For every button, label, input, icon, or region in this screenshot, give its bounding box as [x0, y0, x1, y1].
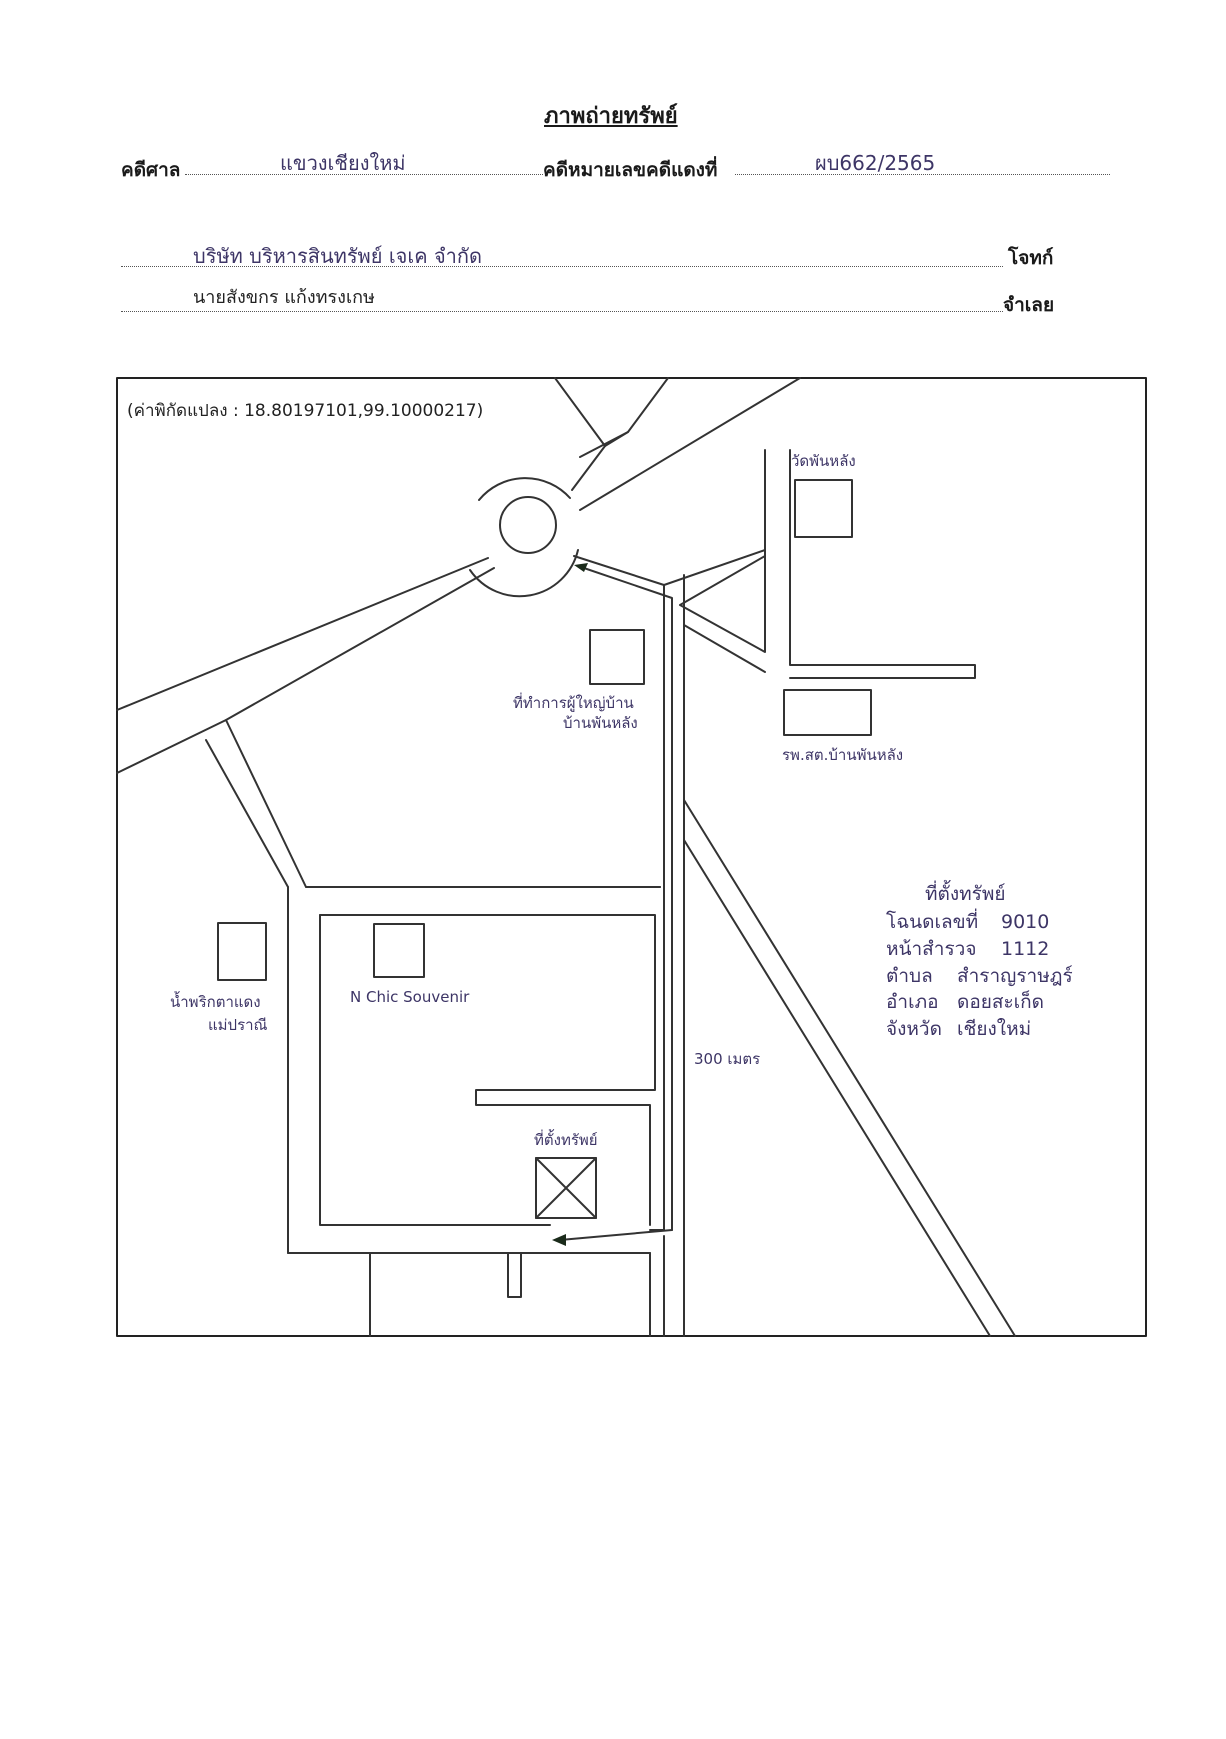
plaintiff-label: โจทก์ [1008, 247, 1054, 269]
property-info: ที่ตั้งทรัพย์ โฉนดเลขที่ 9010 หน้าสำรวจ … [886, 880, 1073, 1040]
road-southwest [205, 719, 661, 888]
road-northeast [573, 377, 801, 586]
road-north [554, 377, 669, 491]
souvenir-label: N Chic Souvenir [350, 988, 470, 1006]
headman-office-label-2: บ้านพันหลัง [563, 714, 638, 732]
road-west-main [116, 557, 495, 774]
deed-value: 9010 [1001, 911, 1049, 933]
inner-block [287, 886, 661, 1337]
property-info-heading: ที่ตั้งทรัพย์ [925, 880, 1006, 905]
case-dotline [735, 174, 1110, 175]
province-value: เชียงใหม่ [957, 1018, 1031, 1040]
case-value: ผบ662/2565 [815, 151, 936, 175]
roundabout-road [469, 477, 579, 598]
headman-office-label-1: ที่ทำการผู้ใหญ่บ้าน [513, 692, 634, 712]
map-frame [116, 377, 1147, 1337]
plaintiff-name: บริษัท บริหารสินทรัพย์ เจเค จำกัด [193, 244, 482, 268]
chili-shop-label-1: น้ำพริกตาแดง [170, 991, 261, 1011]
route-arrow [559, 565, 673, 1241]
temple-building [794, 479, 853, 538]
deed-label: โฉนดเลขที่ [886, 908, 978, 933]
health-center-label: รพ.สต.บ้านพันหลัง [782, 746, 903, 764]
arrow-head-west-icon [552, 1234, 566, 1246]
province-label: จังหวัด [886, 1018, 942, 1040]
arrow-head-north-icon [574, 563, 588, 572]
court-dotline [185, 174, 543, 175]
health-center-building [783, 689, 872, 736]
subdistrict-value: สำราญราษฎร์ [957, 965, 1073, 987]
survey-value: 1112 [1001, 938, 1049, 960]
headman-office-building [589, 629, 645, 685]
page-title: ภาพถ่ายทรัพย์ [544, 104, 678, 129]
chili-shop-building [217, 922, 267, 981]
defendant-name: นายสังขกร แก้งทรงเกษ [193, 287, 375, 308]
roundabout-island [499, 496, 557, 554]
temple-label: วัดพันหลัง [791, 452, 856, 470]
road-southeast-diagonal [683, 799, 1016, 1337]
road-east [679, 449, 976, 679]
district-value: ดอยสะเก็ด [957, 989, 1044, 1013]
defendant-dotline [121, 311, 1003, 312]
defendant-label: จำเลย [1003, 294, 1055, 316]
subdistrict-label: ตำบล [886, 965, 933, 987]
souvenir-building [373, 923, 425, 978]
survey-label: หน้าสำรวจ [886, 938, 976, 960]
court-label: คดีศาล [121, 159, 181, 181]
property-marker-label: ที่ตั้งทรัพย์ [534, 1129, 598, 1149]
property-marker-icon [535, 1157, 597, 1219]
coordinates-label: (ค่าพิกัดแปลง : 18.80197101,99.10000217) [127, 401, 483, 421]
district-label: อำเภอ [886, 991, 939, 1013]
court-value: แขวงเชียงใหม่ [280, 151, 406, 175]
plaintiff-dotline [121, 266, 1003, 267]
distance-label: 300 เมตร [694, 1050, 760, 1068]
case-label: คดีหมายเลขคดีแดงที่ [543, 159, 718, 181]
chili-shop-label-2: แม่ปราณี [208, 1016, 268, 1034]
